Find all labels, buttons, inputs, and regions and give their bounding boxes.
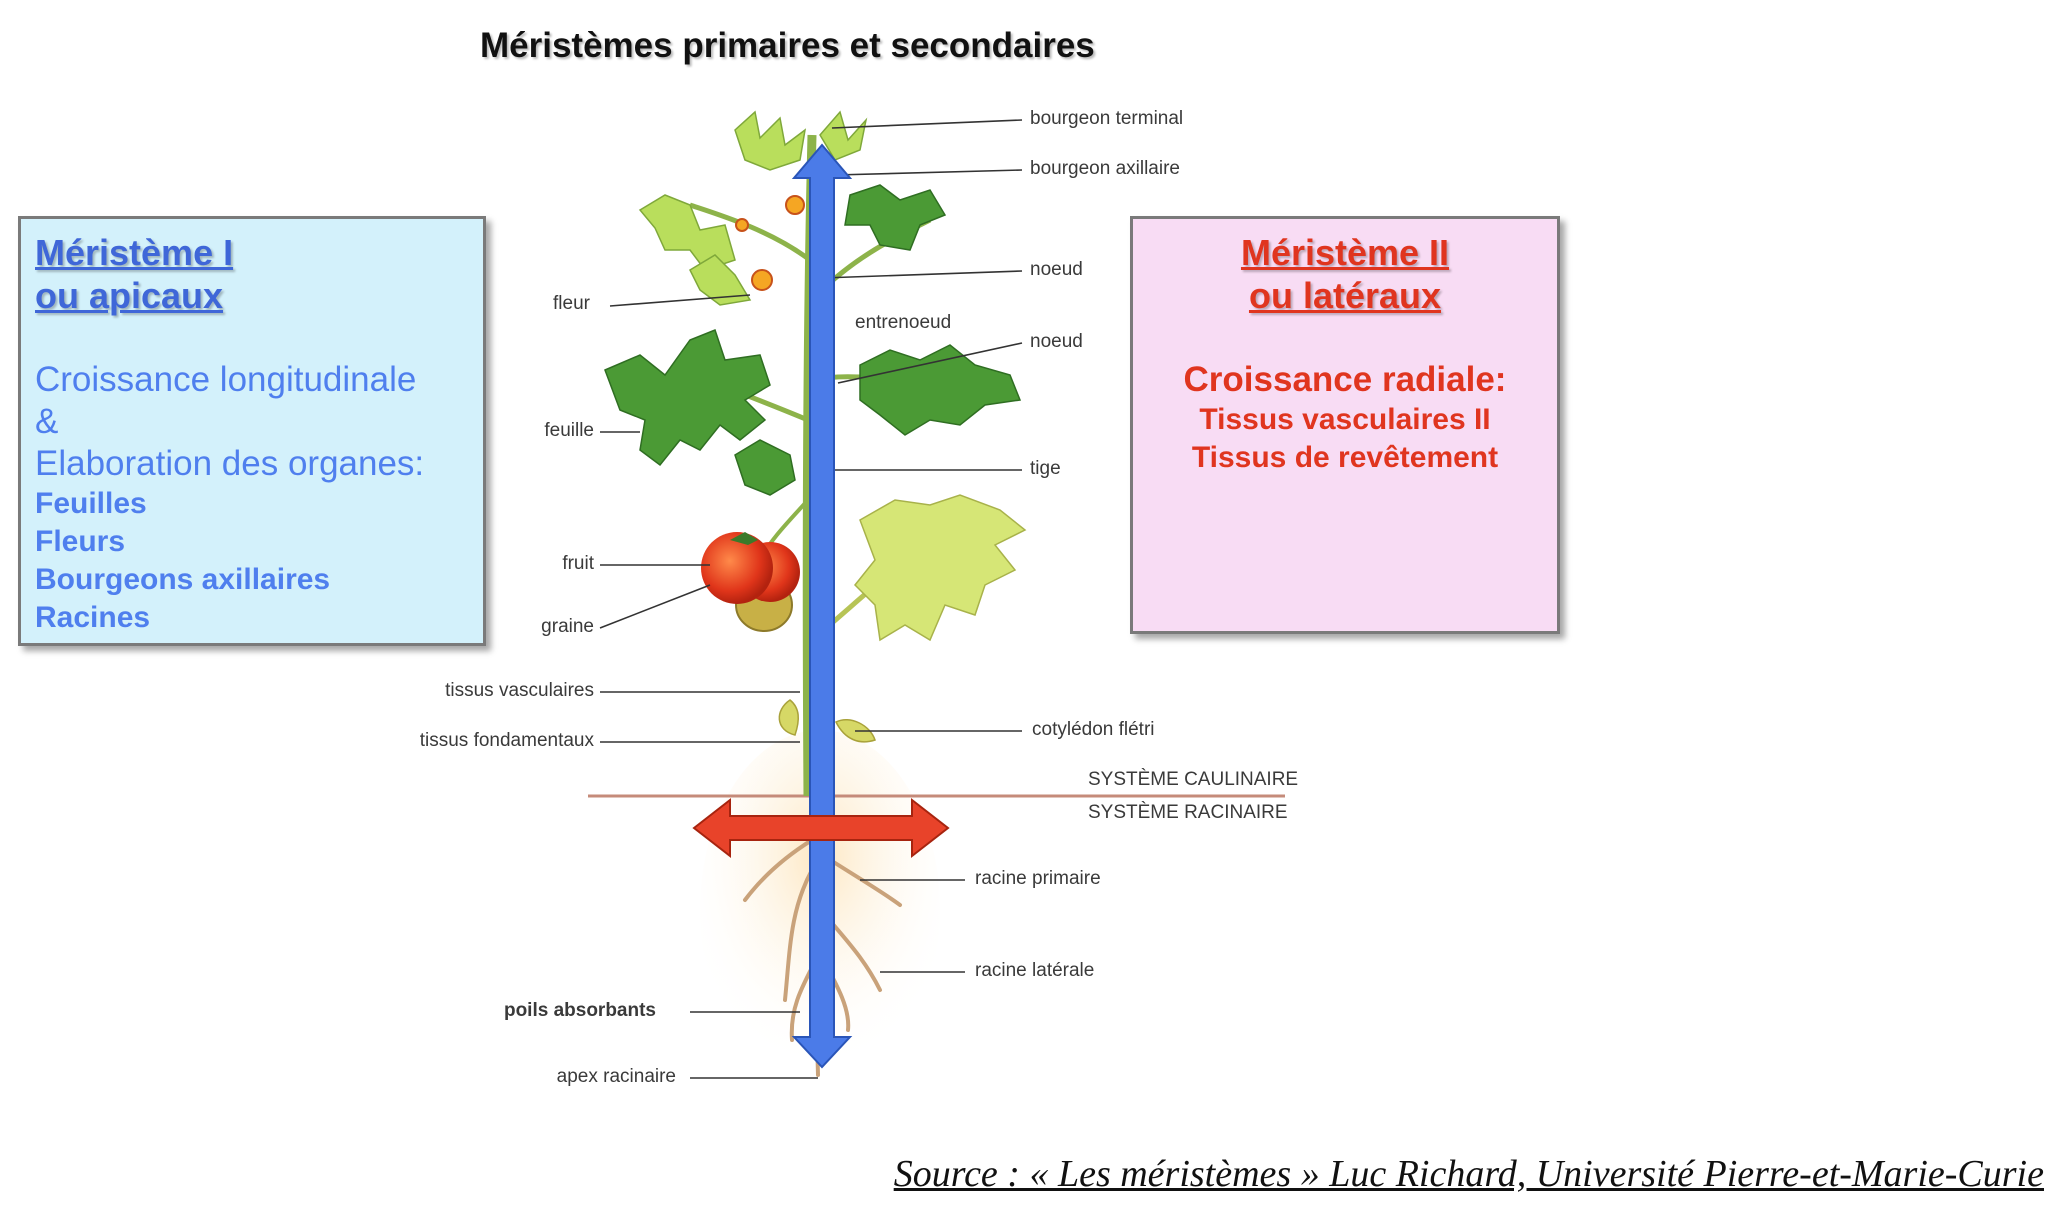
primary-meristem-heading-2: ou apicaux xyxy=(35,275,224,316)
label-fruit: fruit xyxy=(562,553,594,574)
label-tissus-vasculaires: tissus vasculaires xyxy=(445,680,594,701)
longitudinal-growth-text: Croissance longitudinale xyxy=(35,360,417,399)
label-tige: tige xyxy=(1030,458,1061,479)
label-bourgeon-axillaire: bourgeon axillaire xyxy=(1030,158,1180,179)
leader-lines xyxy=(599,119,1023,1079)
horizontal-double-arrow xyxy=(692,797,950,859)
organ-item: Feuilles xyxy=(35,487,147,520)
label-graine: graine xyxy=(541,616,594,637)
page-title: Méristèmes primaires et secondaires xyxy=(480,26,1095,65)
source-citation: Source : « Les méristèmes » Luc Richard,… xyxy=(893,1153,2044,1195)
primary-meristem-box: Méristème I ou apicaux Croissance longit… xyxy=(18,216,486,646)
label-bourgeon-terminal: bourgeon terminal xyxy=(1030,108,1184,129)
secondary-meristem-heading-1: Méristème II xyxy=(1240,232,1450,273)
label-entrenoeud: entrenoeud xyxy=(855,312,952,333)
label-apex-racinaire: apex racinaire xyxy=(556,1066,676,1087)
label-systeme-racinaire: SYSTÈME RACINAIRE xyxy=(1088,802,1288,823)
organ-elaboration-text: Elaboration des organes: xyxy=(35,444,425,483)
label-feuille: feuille xyxy=(544,420,594,441)
secondary-meristem-heading-2: ou latéraux xyxy=(1248,275,1442,316)
label-systeme-caulinaire: SYSTÈME CAULINAIRE xyxy=(1088,769,1299,790)
ampersand-text: & xyxy=(35,402,59,441)
primary-meristem-heading-1: Méristème I xyxy=(35,232,234,273)
label-cotyledon: cotylédon flétri xyxy=(1032,719,1155,740)
organ-item: Bourgeons axillaires xyxy=(35,563,331,596)
vertical-double-arrow xyxy=(791,143,853,1069)
label-fleur: fleur xyxy=(553,293,590,314)
upper-right-leaves xyxy=(844,184,1022,436)
lower-right-leaves xyxy=(853,494,1027,642)
top-leaves xyxy=(638,110,868,306)
organ-item: Racines xyxy=(35,601,151,634)
label-racine-primaire: racine primaire xyxy=(975,868,1101,889)
covering-tissue-text: Tissus de revêtement xyxy=(1191,441,1499,474)
radial-growth-text: Croissance radiale: xyxy=(1183,360,1507,399)
flowers xyxy=(735,195,805,291)
label-tissus-fondamentaux: tissus fondamentaux xyxy=(419,730,594,751)
label-poils-absorbants: poils absorbants xyxy=(503,1000,656,1021)
tomatoes xyxy=(701,532,800,632)
label-racine-laterale: racine latérale xyxy=(975,960,1095,981)
organ-item: Fleurs xyxy=(35,525,126,558)
label-noeud-1: noeud xyxy=(1030,259,1083,280)
label-noeud-2: noeud xyxy=(1030,331,1083,352)
left-leaves xyxy=(604,329,796,496)
secondary-meristem-box: Méristème II ou latéraux Croissance radi… xyxy=(1130,216,1560,634)
vascular-tissue-text: Tissus vasculaires II xyxy=(1199,403,1491,436)
